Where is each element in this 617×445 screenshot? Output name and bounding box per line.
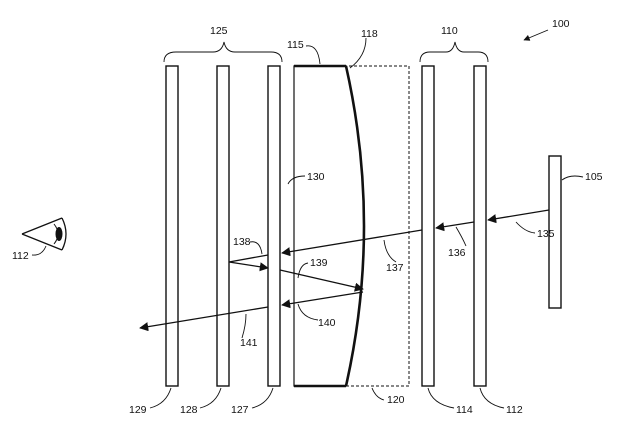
label-ray-138: 138 <box>233 236 251 248</box>
label-ray-140: 140 <box>318 317 336 329</box>
leader-127 <box>252 388 273 408</box>
label-curved-surface: 118 <box>361 28 378 40</box>
plate-127 <box>268 66 280 386</box>
leader-100 <box>524 30 548 40</box>
plate-129 <box>166 66 178 386</box>
eye-icon <box>22 218 66 250</box>
label-lens-block: 120 <box>387 394 405 406</box>
label-plate-114: 114 <box>456 404 473 416</box>
leader-141 <box>242 314 246 338</box>
label-system: 100 <box>552 18 570 30</box>
lens-body <box>294 66 364 386</box>
leader-eye <box>32 246 46 255</box>
label-plate-127: 127 <box>231 404 249 416</box>
leader-137 <box>384 240 396 262</box>
plate-112 <box>474 66 486 386</box>
leader-136 <box>456 227 466 246</box>
leader-114 <box>428 388 454 408</box>
leader-105 <box>562 176 583 180</box>
leader-112-plate <box>480 388 504 408</box>
label-stack-back: 125 <box>210 25 228 37</box>
label-display: 105 <box>585 171 603 183</box>
label-lens-flat-surface: 130 <box>307 171 325 183</box>
label-eye: 112 <box>12 250 29 262</box>
plate-114 <box>422 66 434 386</box>
leader-115 <box>306 46 320 64</box>
leader-128 <box>200 388 221 408</box>
leader-129 <box>150 388 171 408</box>
ray-141 <box>140 307 268 328</box>
label-ray-137: 137 <box>386 262 404 274</box>
brace-back-stack <box>164 42 282 62</box>
leader-138 <box>250 242 262 254</box>
label-polarizer-112: 112 <box>506 404 523 416</box>
label-ray-136: 136 <box>448 247 466 259</box>
ray-136 <box>436 222 474 228</box>
leader-135 <box>516 222 535 233</box>
label-ray-135: 135 <box>537 228 555 240</box>
plate-128 <box>217 66 229 386</box>
label-lens: 115 <box>287 39 304 51</box>
label-plate-128: 128 <box>180 404 198 416</box>
ray-139 <box>229 262 268 268</box>
brace-front-stack <box>420 42 488 62</box>
leader-120 <box>372 388 384 400</box>
ray-135 <box>488 210 549 220</box>
leader-118 <box>350 38 366 68</box>
label-plate-129: 129 <box>129 404 147 416</box>
label-ray-141: 141 <box>240 337 258 349</box>
label-ray-139: 139 <box>310 257 328 269</box>
label-stack-front: 110 <box>441 25 458 37</box>
ray-138 <box>229 255 268 262</box>
